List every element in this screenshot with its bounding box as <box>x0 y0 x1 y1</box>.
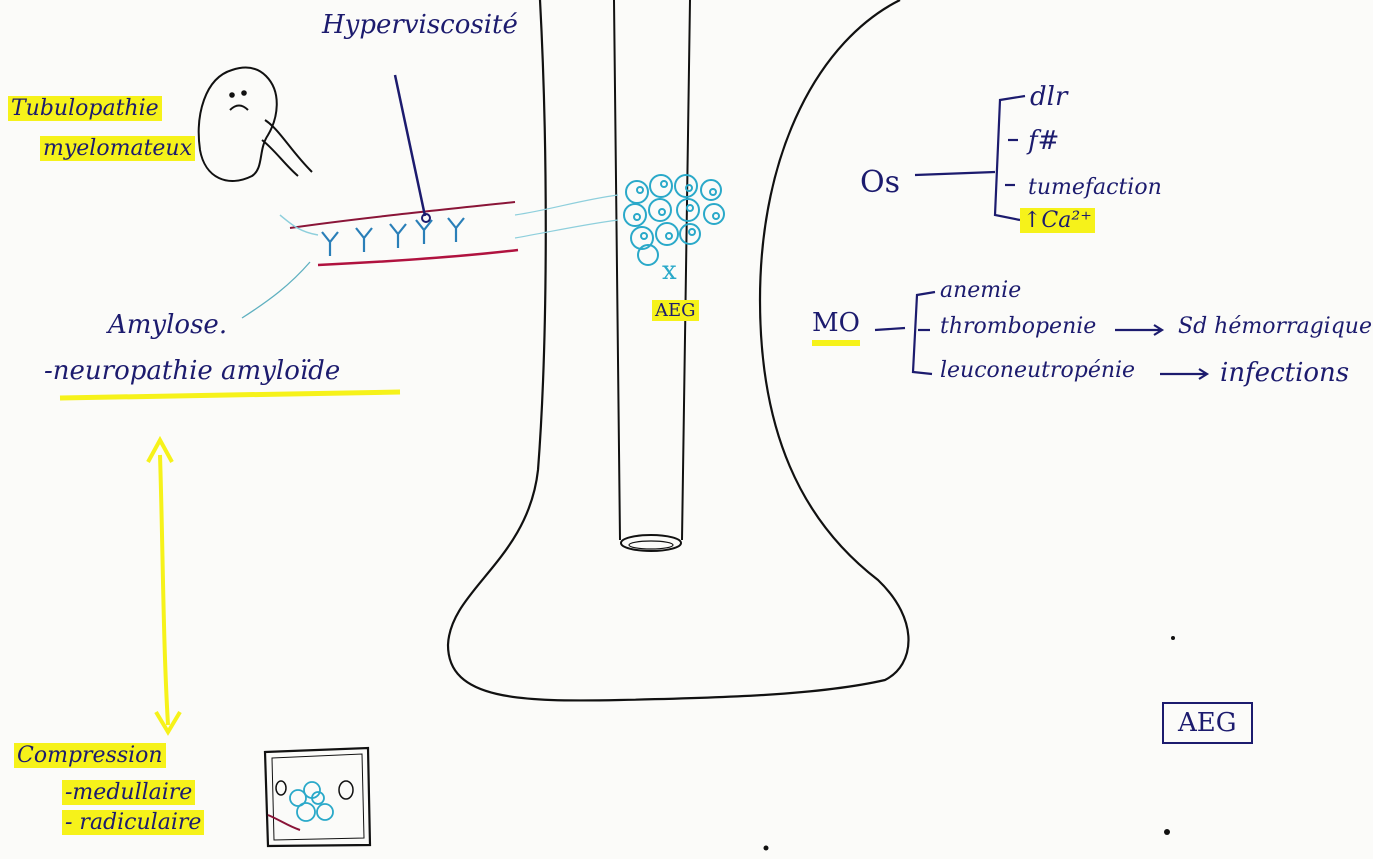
aeg-bone-label: AEG <box>652 302 699 320</box>
cross-marker: x <box>662 258 677 284</box>
os-item-fracture: f# <box>1028 128 1059 154</box>
os-item-calcium: ↑Ca²⁺ <box>1020 210 1095 232</box>
compression-label: Compression <box>14 745 166 767</box>
plasma-cell-cluster <box>624 175 724 265</box>
antibodies <box>322 218 464 256</box>
vertebra-compression-icon <box>265 748 370 846</box>
marrow-canal <box>614 0 690 540</box>
hyperviscosity-label: Hyperviscosité <box>322 12 518 38</box>
consequence-hemorrhagic: Sd hémorragique <box>1178 316 1372 338</box>
link-marrow-vessel <box>515 195 618 238</box>
yellow-double-arrow <box>148 440 180 732</box>
hyperviscosity-pointer <box>395 75 425 216</box>
mo-item-leuconeutropenia: leuconeutropénie <box>940 360 1135 382</box>
link-amylose-vessel <box>242 262 310 318</box>
radicular-label: - radiculaire <box>62 812 204 834</box>
kidney-icon <box>199 68 312 181</box>
mo-item-anemia: anemie <box>940 280 1021 302</box>
neuropathy-label: -neuropathie amyloïde <box>44 358 340 384</box>
consequence-infections: infections <box>1220 360 1349 386</box>
os-item-tumefaction: tumefaction <box>1028 177 1162 199</box>
mo-label: MO <box>812 310 860 336</box>
medullary-label: -medullaire <box>62 782 195 804</box>
tubulopathy-label: Tubulopathie <box>8 98 162 120</box>
tubulopathy-label-2: myelomateux <box>40 138 195 160</box>
bone-outline <box>448 0 909 700</box>
amylose-label: Amylose. <box>108 312 227 338</box>
aeg-box: AEG <box>1162 702 1253 744</box>
os-bracket <box>915 96 1025 220</box>
os-label: Os <box>860 168 900 198</box>
os-item-pain: dlr <box>1030 84 1067 110</box>
mo-item-thrombopenia: thrombopenie <box>940 316 1096 338</box>
